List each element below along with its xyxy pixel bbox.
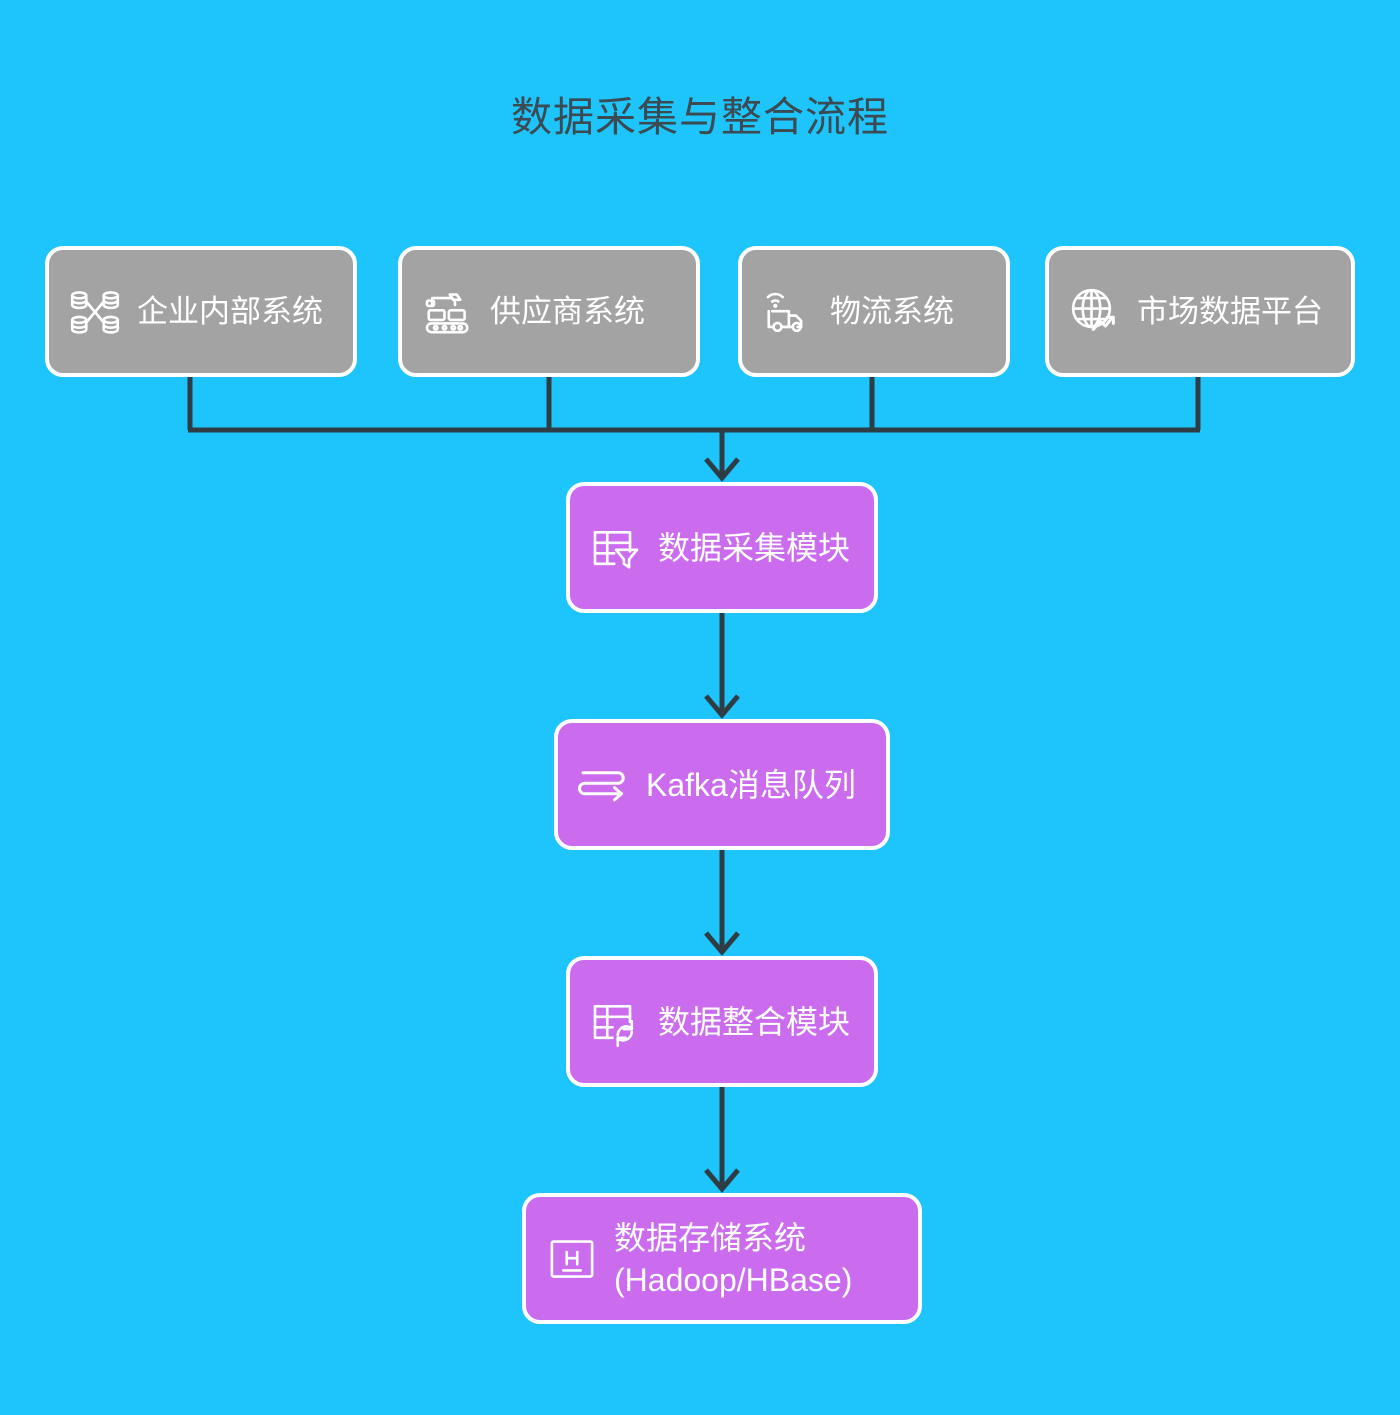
page-title: 数据采集与整合流程	[511, 94, 889, 140]
node-enterprise-internal-system[interactable]: 企业内部系统	[45, 246, 357, 377]
database-cluster-icon	[70, 290, 120, 334]
node-kafka-message-queue[interactable]: Kafka消息队列	[554, 719, 890, 850]
arrowhead-to-integrate	[704, 931, 740, 956]
node-data-collection-module[interactable]: 数据采集模块	[566, 482, 878, 613]
table-sync-icon	[593, 1004, 634, 1047]
hadoop-h-icon	[550, 1239, 594, 1278]
node-data-integration-module[interactable]: 数据整合模块	[566, 956, 878, 1087]
node-label: 市场数据平台	[1137, 293, 1323, 329]
arrowhead-to-collect	[704, 457, 740, 482]
connected-truck-icon	[766, 292, 803, 332]
industrial-robot-icon	[425, 292, 469, 333]
node-label: Kafka消息队列	[646, 766, 856, 803]
arrowhead-to-storage	[704, 1168, 740, 1193]
node-label: 供应商系统	[490, 293, 645, 329]
arrowhead-to-kafka	[704, 694, 740, 719]
node-logistics-system[interactable]: 物流系统	[738, 246, 1010, 377]
node-data-storage-system[interactable]: 数据存储系统 (Hadoop/HBase)	[522, 1193, 922, 1324]
node-label: 物流系统	[830, 293, 954, 329]
node-supplier-system[interactable]: 供应商系统	[398, 246, 700, 377]
table-filter-icon	[593, 530, 639, 569]
node-market-data-platform[interactable]: 市场数据平台	[1045, 246, 1355, 377]
globe-trend-icon	[1071, 288, 1115, 331]
node-label: 企业内部系统	[137, 293, 323, 329]
node-label: 数据存储系统 (Hadoop/HBase)	[614, 1219, 853, 1298]
node-label: 数据采集模块	[658, 529, 851, 566]
message-queue-icon	[578, 770, 625, 801]
node-label: 数据整合模块	[658, 1003, 851, 1040]
